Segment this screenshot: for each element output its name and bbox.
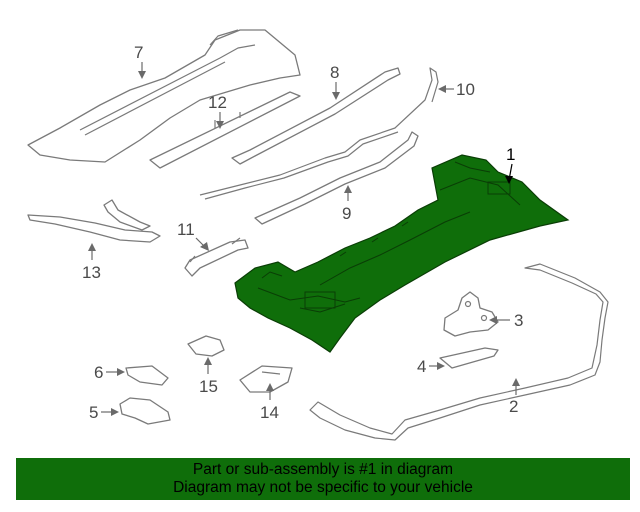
callout-7: 7 [134,43,146,79]
svg-text:15: 15 [199,377,218,396]
svg-text:2: 2 [509,397,518,416]
callout-13: 13 [82,243,101,282]
svg-text:7: 7 [134,43,143,62]
part-10-cable[interactable] [199,67,439,200]
svg-text:9: 9 [342,204,351,223]
part-3-hinge[interactable] [443,291,499,337]
svg-text:6: 6 [94,363,103,382]
svg-text:13: 13 [82,263,101,282]
part-13-curved-trim[interactable] [27,199,161,243]
callout-4: 4 [417,357,445,376]
part-14-pad[interactable] [239,365,293,393]
svg-text:1: 1 [506,145,515,164]
part-11-bracket[interactable] [184,237,249,277]
disclaimer-banner: Part or sub-assembly is #1 in diagram Di… [16,458,630,500]
banner-line-2: Diagram may not be specific to your vehi… [173,479,473,496]
part-9-rail[interactable] [254,131,419,225]
part-4-plate[interactable] [439,347,499,369]
part-5-bracket[interactable] [119,397,171,425]
callout-12: 12 [208,93,227,129]
svg-text:3: 3 [514,311,523,330]
callout-15: 15 [199,357,218,396]
part-8-rail[interactable] [231,67,401,165]
svg-text:12: 12 [208,93,227,112]
part-12-strip[interactable] [149,91,301,169]
part-6-clip[interactable] [125,365,169,386]
callout-3: 3 [489,311,523,330]
svg-text:14: 14 [260,403,279,422]
part-2-frame-seal[interactable] [309,263,609,441]
part-1-highlighted-panel[interactable] [234,154,570,353]
svg-text:4: 4 [417,357,426,376]
callout-8: 8 [330,63,340,100]
part-7-roof-panel[interactable] [27,29,301,163]
svg-text:10: 10 [456,80,475,99]
svg-text:5: 5 [89,403,98,422]
banner-line-1: Part or sub-assembly is #1 in diagram [192,461,454,478]
svg-text:11: 11 [177,220,195,239]
callout-6: 6 [94,363,125,382]
callout-10: 10 [438,80,475,99]
callout-2: 2 [509,378,520,416]
svg-text:8: 8 [330,63,339,82]
callout-9: 9 [342,185,352,223]
callout-1: 1 [505,145,515,184]
callout-11: 11 [177,220,209,251]
callout-5: 5 [89,403,119,422]
callout-14: 14 [260,383,279,422]
part-15-bracket[interactable] [187,335,225,357]
